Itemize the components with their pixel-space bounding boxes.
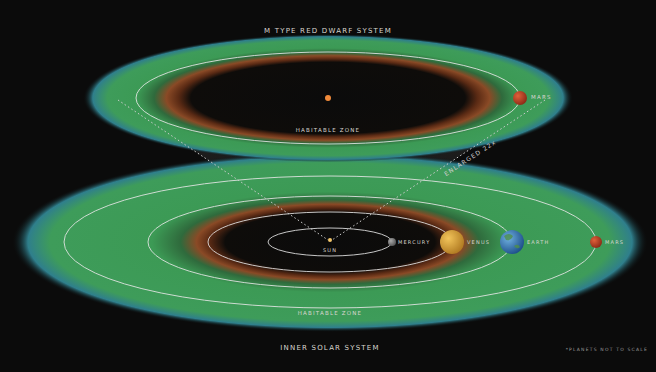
footnote: *PLANETS NOT TO SCALE: [566, 348, 648, 353]
earth: [500, 230, 524, 254]
planet-label: MERCURY: [398, 240, 430, 245]
system-title: M TYPE RED DWARF SYSTEM: [264, 28, 392, 35]
planet-label: EARTH: [527, 240, 550, 245]
projection-lines: [118, 100, 545, 240]
zone-label: HABITABLE ZONE: [298, 311, 363, 317]
sun: [328, 238, 332, 242]
habitable-zone-ring: [12, 152, 648, 332]
mars: [513, 91, 527, 105]
orbit: [136, 52, 520, 144]
mercury: [388, 238, 396, 246]
planet-label: MARS: [531, 95, 552, 101]
habitable-zone-ring: [83, 34, 573, 162]
orbits: [64, 176, 596, 308]
planet-label: MARS: [605, 240, 624, 245]
red-dwarf-star: [325, 95, 331, 101]
planet-label: SUN: [323, 248, 337, 253]
venus: [440, 230, 464, 254]
earth-land: [504, 234, 520, 248]
system-title: INNER SOLAR SYSTEM: [280, 345, 379, 352]
mars: [590, 236, 602, 248]
planet-label: VENUS: [467, 240, 490, 245]
zone-label: HABITABLE ZONE: [296, 128, 361, 134]
